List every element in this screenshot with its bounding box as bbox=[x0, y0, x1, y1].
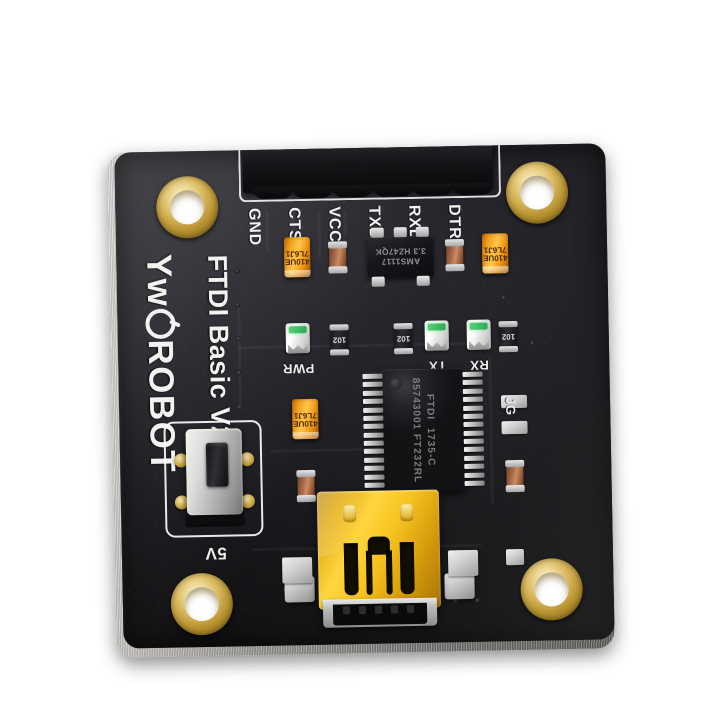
switch-actuator[interactable] bbox=[205, 442, 229, 487]
mounting-hole-bottom-right bbox=[520, 557, 584, 621]
usb-mount-tab-right bbox=[444, 572, 475, 600]
tantalum-capacitor-c1: 410UE 7L6J1 bbox=[283, 236, 311, 278]
resistor-code: 102 bbox=[396, 334, 411, 344]
resistor-code: 102 bbox=[332, 335, 347, 345]
header-notch bbox=[292, 185, 334, 199]
pcb-via bbox=[474, 597, 480, 603]
hole-bore bbox=[519, 175, 555, 210]
led-leg bbox=[469, 341, 489, 350]
mini-usb-connector[interactable] bbox=[284, 489, 475, 628]
mounting-hole-top-right bbox=[505, 160, 569, 225]
resistor-code: 102 bbox=[501, 332, 516, 342]
pcb-via bbox=[234, 268, 240, 274]
pcb-via bbox=[236, 370, 242, 376]
tantalum-capacitor-c2: 410UE 7L6J1 bbox=[481, 233, 509, 274]
led-die bbox=[469, 322, 488, 330]
led-label-pwr: PWR bbox=[282, 360, 315, 377]
led-rx bbox=[466, 319, 492, 350]
pcb-board: GND CTS VCC TXD RXD DTR YwROBOT FTDI Bas… bbox=[107, 143, 615, 658]
hole-bore bbox=[169, 189, 205, 225]
hole-bore bbox=[534, 572, 569, 607]
usb-shield-pad-right bbox=[447, 549, 479, 577]
header-notch bbox=[412, 183, 454, 196]
pcb-top-surface: GND CTS VCC TXD RXD DTR YwROBOT FTDI Bas… bbox=[114, 143, 615, 649]
pcb-trace bbox=[488, 355, 495, 506]
usb-slot bbox=[365, 550, 373, 595]
led-label-rx: RX bbox=[469, 357, 490, 373]
resistor-r1: 102 bbox=[330, 326, 349, 354]
resistor-r3: 102 bbox=[499, 322, 518, 351]
board-name-silkscreen: FTDI Basic V2 bbox=[202, 254, 236, 442]
logo-ring-icon bbox=[145, 308, 176, 339]
usb-shield-pad-left bbox=[282, 556, 313, 584]
usb-dimple-left bbox=[343, 505, 357, 523]
cap-polarity-stripe bbox=[482, 266, 509, 274]
usb-slot bbox=[399, 542, 415, 595]
usb-shell bbox=[316, 489, 441, 610]
pcb-trace bbox=[343, 210, 347, 237]
cap-polarity-stripe bbox=[284, 269, 311, 278]
header-notch bbox=[252, 186, 294, 200]
pcb-via bbox=[235, 336, 241, 342]
ic-pin1-dot bbox=[390, 378, 402, 390]
pin-label-gnd: GND bbox=[245, 207, 264, 247]
led-die bbox=[288, 326, 307, 334]
pin-label-dtr: DTR bbox=[445, 204, 463, 240]
mounting-hole-top-left bbox=[155, 175, 219, 239]
header-notch bbox=[372, 183, 414, 197]
usb-slot bbox=[343, 543, 359, 596]
ceramic-capacitor-c7 bbox=[506, 462, 524, 490]
pcb-trace bbox=[237, 341, 488, 350]
led-leg bbox=[288, 344, 308, 353]
pin-header-block[interactable] bbox=[242, 143, 494, 200]
pin-label-vcc: VCC bbox=[325, 206, 343, 243]
pcb-trace bbox=[237, 300, 243, 411]
ceramic-capacitor-c4 bbox=[329, 244, 347, 271]
ic-legs-right bbox=[462, 371, 485, 486]
switch-voltage-label: 5V bbox=[204, 543, 227, 564]
ic-legs-left bbox=[362, 373, 385, 488]
regulator-legs-bottom bbox=[371, 275, 430, 287]
usb-mouth bbox=[322, 597, 438, 628]
pcb-via bbox=[235, 302, 241, 308]
pcb-via bbox=[237, 404, 243, 410]
ceramic-capacitor-c5 bbox=[445, 242, 464, 269]
hole-bore bbox=[184, 586, 220, 622]
led-leg bbox=[427, 341, 447, 350]
pcb-trace bbox=[317, 210, 322, 259]
usb-mouth-cavity bbox=[332, 602, 428, 626]
header-notch bbox=[452, 182, 494, 196]
resistor-r2: 102 bbox=[394, 325, 413, 353]
jumper-label-jg: JG bbox=[502, 396, 519, 416]
pcb-via bbox=[501, 295, 507, 301]
jumper-pad-bottom[interactable] bbox=[501, 420, 528, 435]
led-die bbox=[427, 323, 446, 331]
usb-dimple-right bbox=[399, 504, 414, 522]
tantalum-capacitor-c3: 410UE 7L6J1 bbox=[291, 398, 319, 440]
usb-slot bbox=[385, 550, 393, 595]
led-tx bbox=[424, 320, 450, 351]
led-pwr bbox=[285, 322, 311, 354]
pcb-trace bbox=[265, 211, 270, 252]
switch-body bbox=[185, 428, 244, 516]
header-notch bbox=[332, 184, 374, 198]
voltage-select-switch[interactable] bbox=[163, 419, 264, 538]
cap-polarity-stripe bbox=[292, 431, 319, 440]
regulator-legs-top bbox=[370, 226, 429, 238]
mounting-hole-bottom-left bbox=[170, 572, 234, 636]
pcb-via bbox=[529, 340, 535, 346]
ceramic-capacitor-c6 bbox=[297, 472, 315, 500]
solder-pad bbox=[505, 548, 525, 566]
